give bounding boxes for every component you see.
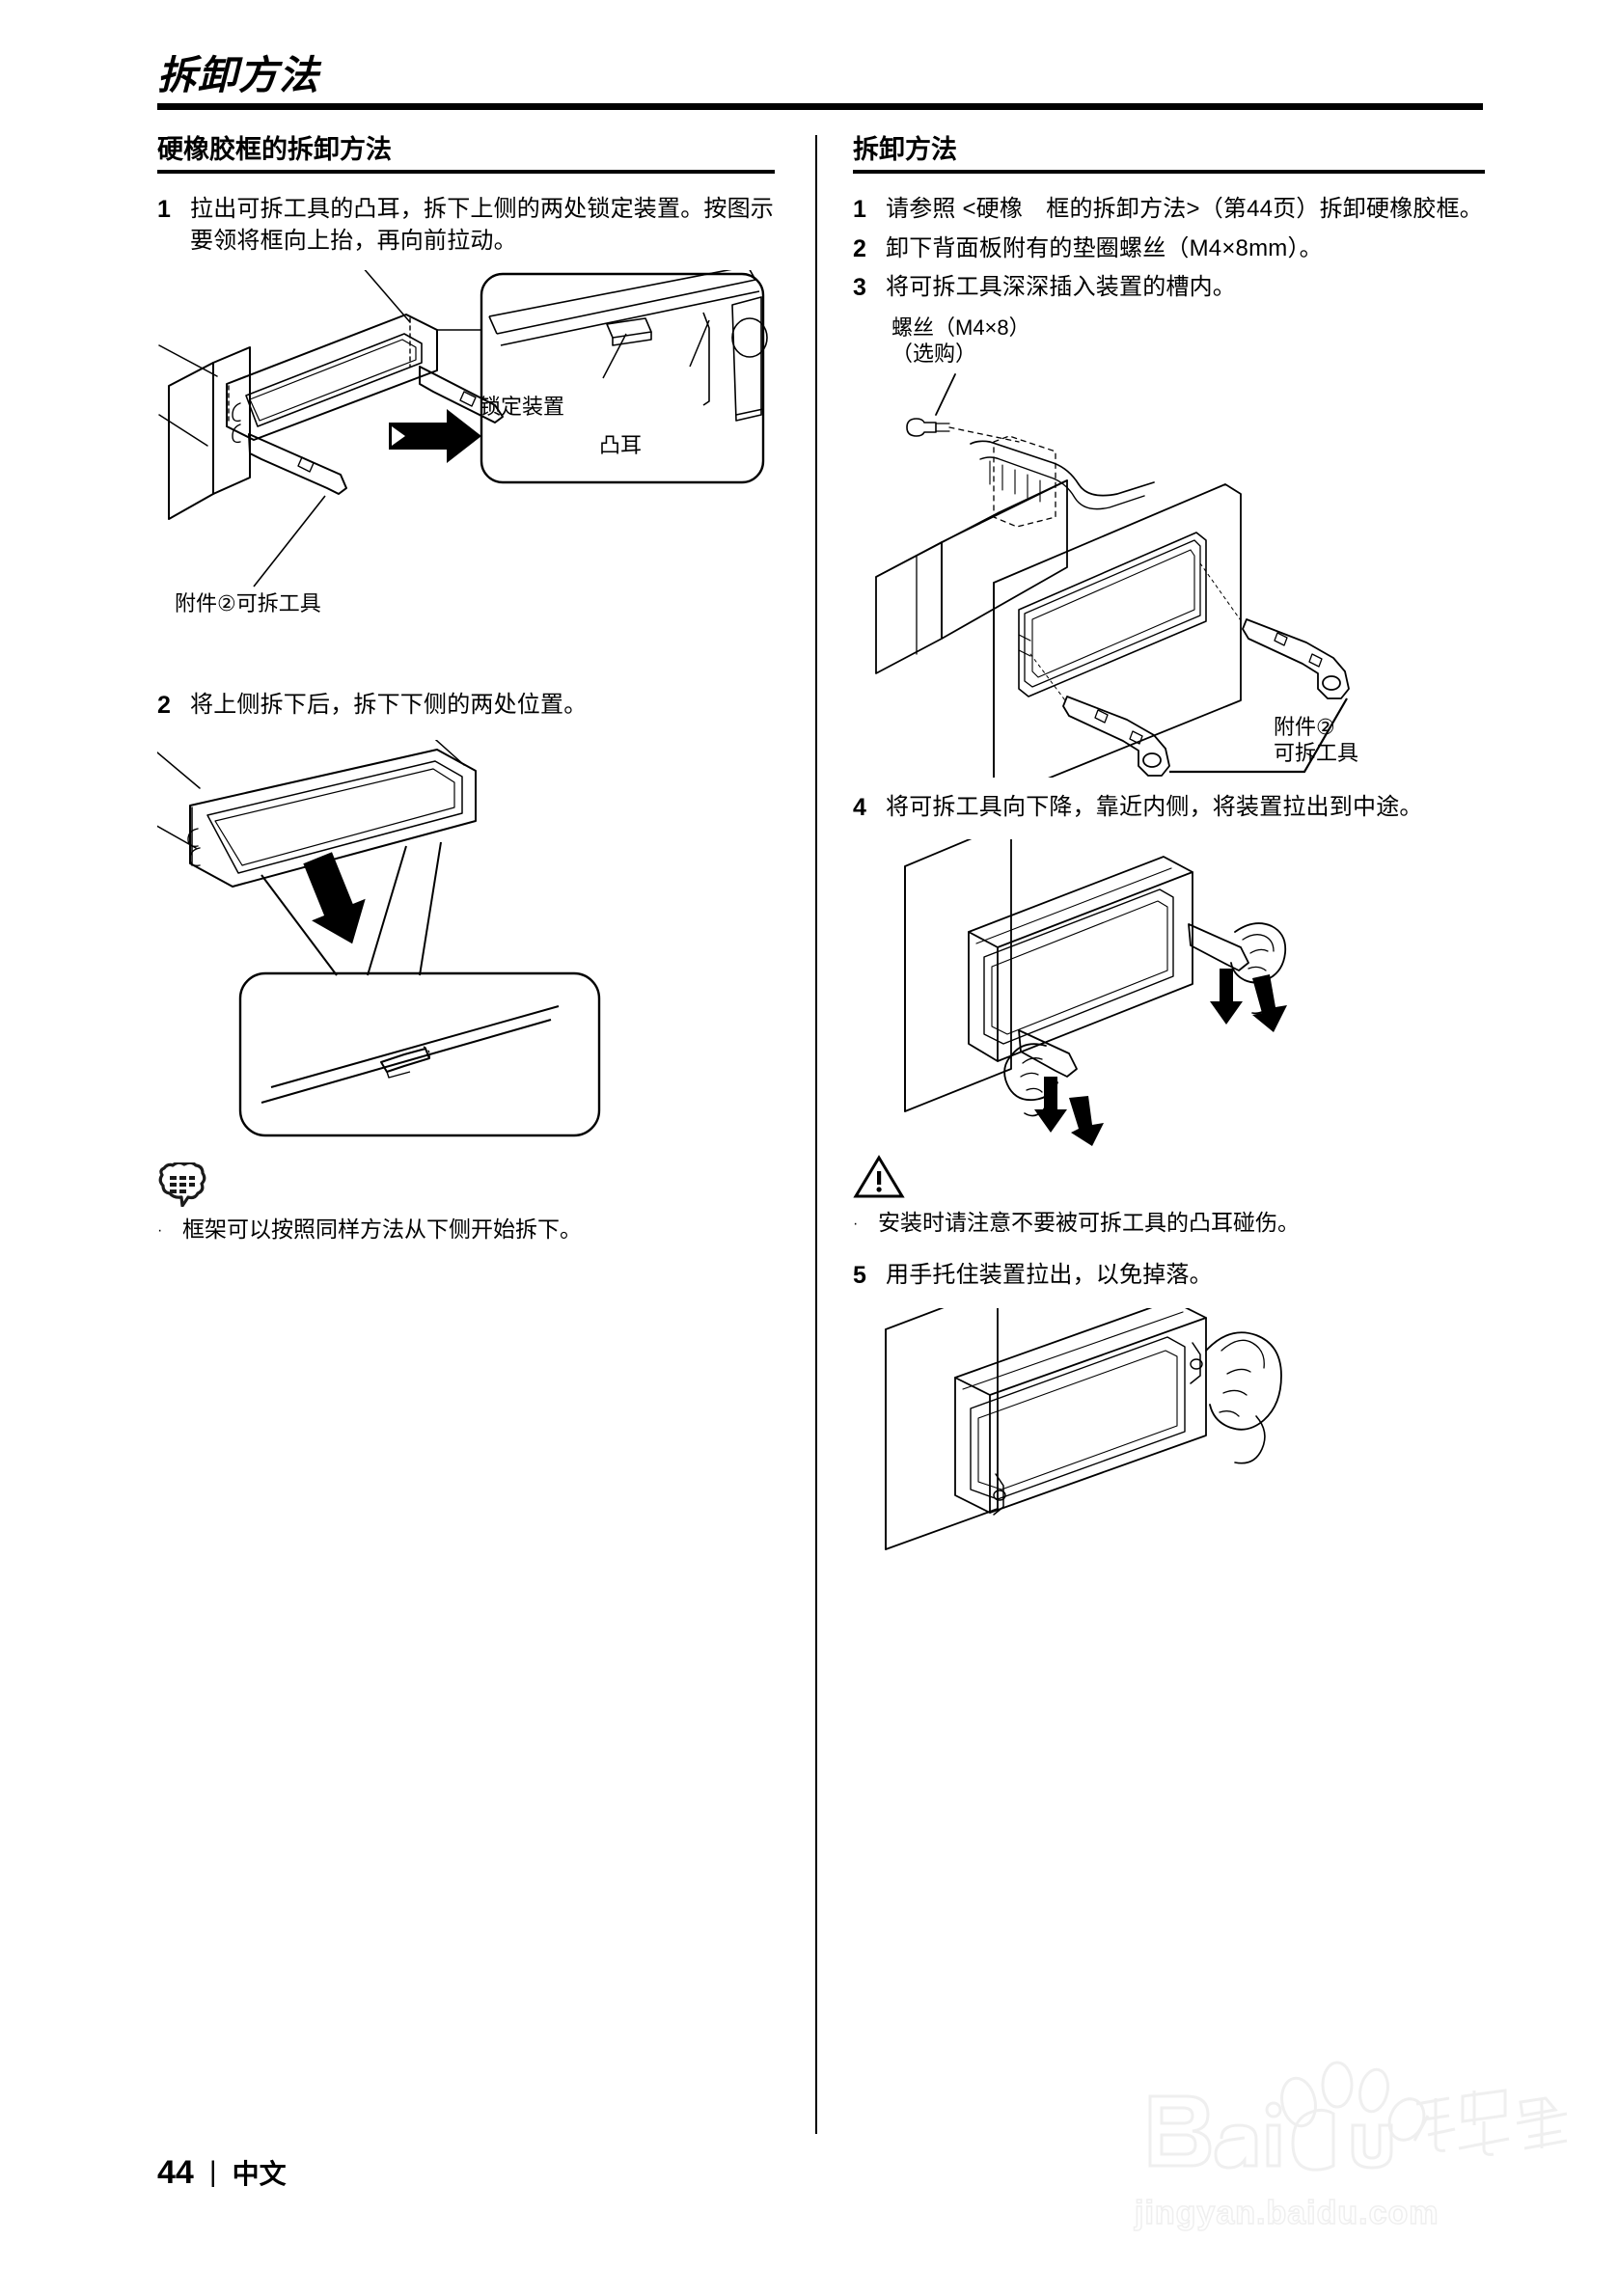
left-step-1: 1 拉出可拆工具的凸耳，拆下上侧的两处锁定装置。按图示要领将框向上抬，再向前拉动… <box>157 193 775 257</box>
step-number: 3 <box>853 274 866 302</box>
page-title: 拆卸方法 <box>157 53 319 97</box>
figure-frame-removal-top: 锁定装置 凸耳 附件②可拆工具 <box>157 265 775 675</box>
step-text: 将可拆工具深深插入装置的槽内。 <box>886 274 1236 301</box>
label-removal-tool: 附件②可拆工具 <box>175 591 321 616</box>
step-text: 卸下背面板附有的垫圈螺丝（M4×8mm）。 <box>886 234 1323 261</box>
left-note-line: · 框架可以按照同样方法从下侧开始拆下。 <box>157 1214 775 1244</box>
label-lock-device: 锁定装置 <box>480 395 565 420</box>
right-step-4: 4 将可拆工具向下降，靠近内侧，将装置拉出到中途。 <box>853 791 1485 825</box>
right-step-1: 1 请参照 <硬橡 框的拆卸方法>（第44页）拆卸硬橡胶框。 <box>853 193 1485 227</box>
label-tab: 凸耳 <box>599 433 643 458</box>
step-text: 请参照 <硬橡 框的拆卸方法>（第44页）拆卸硬橡胶框。 <box>886 196 1483 223</box>
step-number: 1 <box>157 196 171 224</box>
step-number: 1 <box>853 196 866 224</box>
step-text: 拉出可拆工具的凸耳，拆下上侧的两处锁定装置。按图示要领将框向上抬，再向前拉动。 <box>190 196 774 255</box>
footer-separator: | <box>208 2156 217 2188</box>
figure-frame-removal-bottom <box>151 731 775 1145</box>
step-text: 用手托住装置拉出，以免掉落。 <box>886 1262 1213 1289</box>
watermark-url: jingyan.baidu.com <box>1134 2194 1440 2232</box>
left-heading-rule <box>157 170 775 175</box>
label-removal-tool-right: 附件② 可拆工具 <box>1274 714 1359 766</box>
left-step-2: 2 将上侧拆下后，拆下下侧的两处位置。 <box>157 689 775 723</box>
note-bullet: · <box>157 1221 163 1239</box>
push-down-arrow <box>294 852 366 944</box>
figure-support-unit <box>853 1285 1485 1588</box>
column-divider <box>815 135 817 2134</box>
step-number: 5 <box>853 1262 866 1290</box>
figure-pull-with-hands <box>853 821 1485 1148</box>
step-text: 将可拆工具向下降，靠近内侧，将装置拉出到中途。 <box>886 793 1423 820</box>
step-number: 4 <box>853 793 866 821</box>
right-column-heading: 拆卸方法 <box>853 135 957 164</box>
pull-direction-arrow <box>389 409 481 464</box>
figure-support-unit-svg <box>885 1285 1282 1550</box>
lower-tool-arrows <box>1034 969 1287 1147</box>
note-text: 框架可以按照同样方法从下侧开始拆下。 <box>182 1216 582 1242</box>
footer-language: 中文 <box>232 2159 287 2189</box>
title-rule <box>157 103 1483 110</box>
left-note-block: · 框架可以按照同样方法从下侧开始拆下。 <box>157 1161 775 1244</box>
baidu-watermark-logo <box>1148 2061 1568 2172</box>
right-step-5: 5 用手托住装置拉出，以免掉落。 <box>853 1259 1485 1293</box>
figure-pull-with-hands-svg <box>904 821 1287 1147</box>
footer-page-number: 44 <box>157 2153 194 2191</box>
left-column-heading: 硬橡胶框的拆卸方法 <box>157 135 392 164</box>
left-column: 硬橡胶框的拆卸方法 1 拉出可拆工具的凸耳，拆下上侧的两处锁定装置。按图示要领将… <box>151 135 775 1244</box>
caution-text: 安装时请注意不要被可拆工具的凸耳碰伤。 <box>878 1210 1300 1236</box>
figure-insert-tools: 螺丝（M4×8） （选购） <box>853 314 1485 796</box>
label-screw: 螺丝（M4×8） （选购） <box>891 314 1030 367</box>
right-step-2: 2 卸下背面板附有的垫圈螺丝（M4×8mm）。 <box>853 232 1485 266</box>
caution-line: · 安装时请注意不要被可拆工具的凸耳碰伤。 <box>853 1207 1485 1238</box>
caution-bullet: · <box>853 1216 859 1233</box>
caution-block: · 安装时请注意不要被可拆工具的凸耳碰伤。 <box>853 1154 1485 1238</box>
step-number: 2 <box>853 234 866 262</box>
baidu-watermark: jingyan.baidu.com <box>1127 2060 1580 2243</box>
right-step-3: 3 将可拆工具深深插入装置的槽内。 <box>853 271 1485 305</box>
note-bubble-icon <box>157 1161 775 1212</box>
right-heading-rule <box>853 170 1485 175</box>
step-text: 将上侧拆下后，拆下下侧的两处位置。 <box>190 692 588 719</box>
right-column: 拆卸方法 1 请参照 <硬橡 框的拆卸方法>（第44页）拆卸硬橡胶框。 2 卸下… <box>853 135 1485 1588</box>
page-footer: 44 | 中文 <box>157 2153 287 2192</box>
figure-frame-removal-bottom-svg <box>151 731 601 1136</box>
figure-insert-tools-svg <box>875 372 1350 796</box>
label-removal-tool-leader <box>253 495 326 588</box>
step-number: 2 <box>157 692 171 720</box>
warning-triangle-icon <box>853 1154 1485 1205</box>
